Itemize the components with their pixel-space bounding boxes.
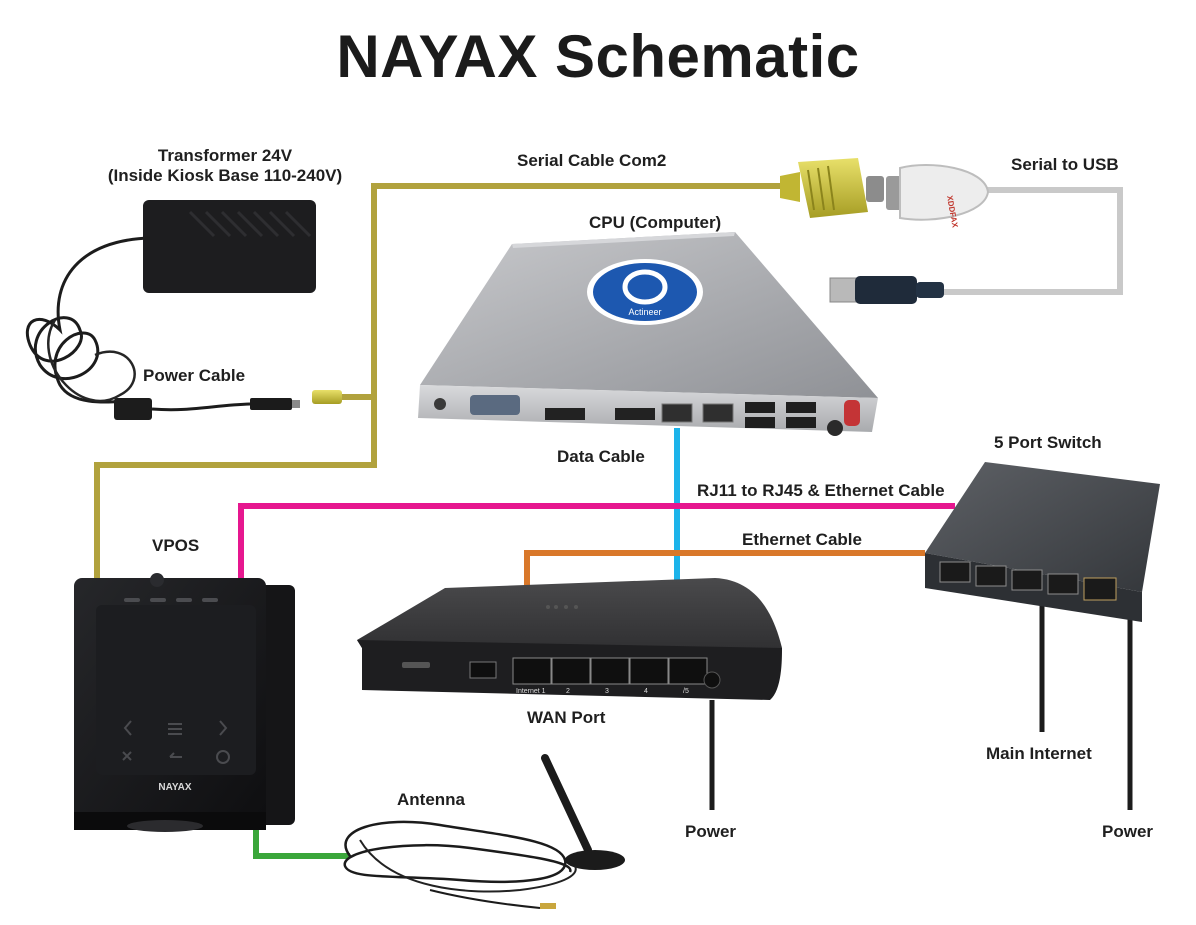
- antenna-cable-line: [253, 830, 350, 859]
- router-port-1-label: Internet 1: [516, 688, 546, 695]
- usb-plug: [829, 276, 944, 304]
- vpos-device: NAYAX: [74, 573, 295, 832]
- switch-label: 5 Port Switch: [994, 433, 1102, 452]
- antenna-device: [343, 754, 625, 909]
- rj11-cable-label: RJ11 to RJ45 & Ethernet Cable: [697, 481, 945, 500]
- router-port-5-label: /5: [683, 688, 689, 695]
- vpos-label: VPOS: [152, 536, 200, 555]
- transformer-label-line1: Transformer 24V: [157, 146, 293, 165]
- switch-device: [925, 462, 1160, 622]
- transformer-label-line2: (Inside Kiosk Base 110-240V): [107, 166, 343, 185]
- router-power-label: Power: [685, 822, 737, 841]
- switch-power-label: Power: [1102, 822, 1154, 841]
- transformer-device: [25, 200, 342, 420]
- router-device: Internet 1 2 3 4 /5: [357, 578, 782, 700]
- router-port-4-label: 4: [644, 688, 648, 695]
- router-port-3-label: 3: [605, 688, 609, 695]
- wan-port-label: WAN Port: [527, 708, 606, 727]
- serial-cable-label: Serial Cable Com2: [517, 151, 667, 170]
- serial-db9-connector: [780, 158, 884, 218]
- cpu-brand: Actineer: [628, 307, 661, 317]
- main-internet-label: Main Internet: [986, 744, 1092, 763]
- vpos-brand: NAYAX: [158, 782, 191, 793]
- serial-power-cable-line: [94, 183, 790, 578]
- router-port-2-label: 2: [566, 688, 570, 695]
- usb-cable-line: [940, 187, 1123, 295]
- data-cable-label: Data Cable: [557, 447, 645, 466]
- transformer-label: Transformer 24V (Inside Kiosk Base 110-2…: [80, 146, 370, 186]
- page-title: NAYAX Schematic: [336, 23, 860, 90]
- antenna-label: Antenna: [397, 790, 465, 809]
- ethernet-cable-line: [524, 550, 925, 588]
- cpu-device: Actineer: [418, 232, 878, 436]
- serial-to-usb-label: Serial to USB: [1011, 155, 1119, 174]
- serial-to-usb-adapter: XDDFAX: [886, 164, 990, 229]
- ethernet-cable-label: Ethernet Cable: [742, 530, 862, 549]
- cpu-label: CPU (Computer): [589, 213, 722, 232]
- rj11-cable-line: [238, 503, 955, 578]
- power-cable-label: Power Cable: [143, 366, 246, 385]
